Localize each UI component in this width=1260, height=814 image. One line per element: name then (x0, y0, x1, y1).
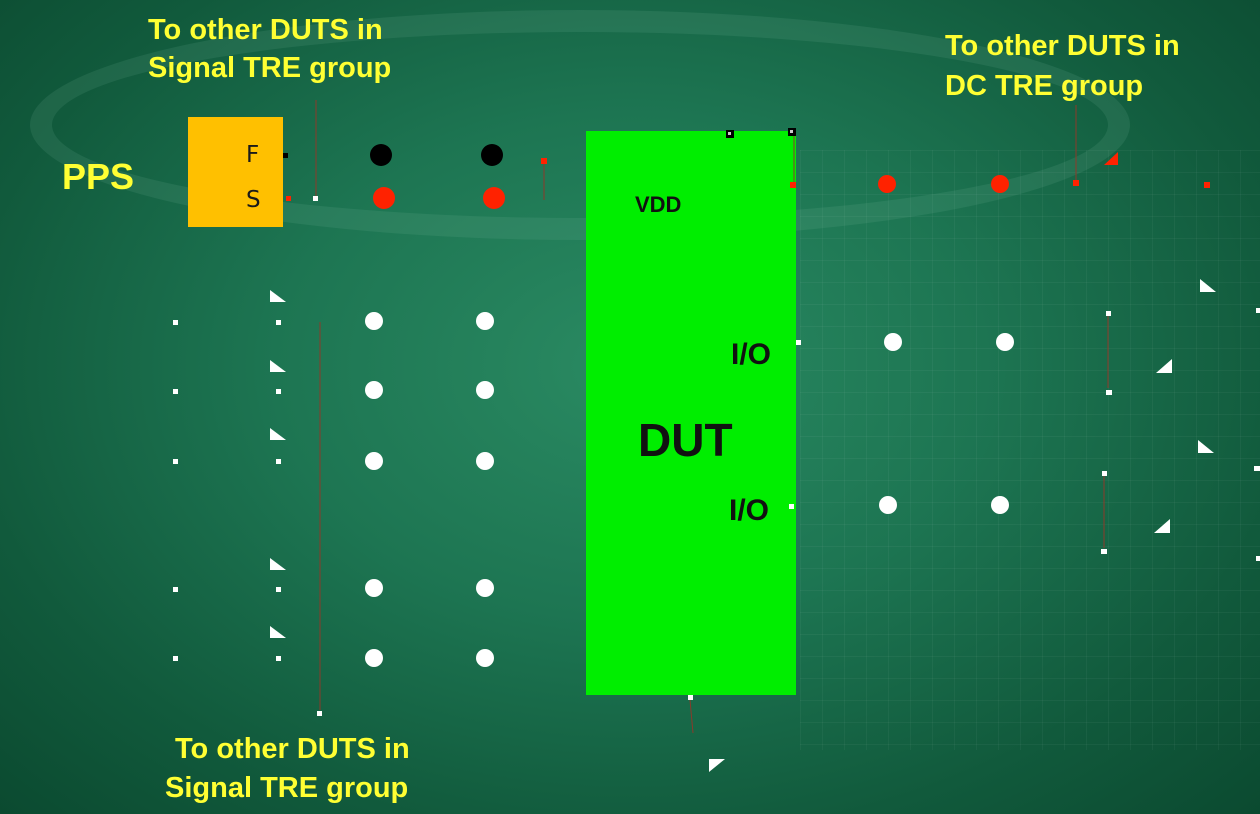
io-dot (476, 579, 494, 597)
io-dot (879, 496, 897, 514)
dut-pin-marker-inner (790, 130, 793, 133)
io-pin (789, 504, 794, 509)
top-right-label-line2: DC TRE group (945, 70, 1144, 102)
bottom-label-line2: Signal TRE group (165, 772, 409, 804)
pps-label: PPS (62, 156, 135, 197)
signal-arrow-marker (1200, 279, 1216, 292)
signal-arrow-marker (270, 626, 286, 638)
signal-row (173, 290, 494, 330)
signal-row (173, 626, 494, 667)
dc-sense-dot (878, 175, 896, 193)
signal-arrow-marker (1198, 440, 1214, 453)
vdd-label: VDD (635, 192, 681, 217)
sense-pin (541, 158, 547, 164)
signal-row (173, 360, 494, 399)
signal-pin (276, 389, 281, 394)
signal-pin (1254, 466, 1260, 471)
signal-pin (1106, 390, 1112, 395)
dc-sense-dot (991, 175, 1009, 193)
sense-pin (286, 196, 291, 201)
io-upper-label: I/O (731, 338, 771, 371)
io-dot (476, 452, 494, 470)
io-dot (884, 333, 902, 351)
signal-arrow-marker (270, 290, 286, 302)
signal-pin (276, 656, 281, 661)
signal-arrow-marker (1154, 519, 1170, 533)
force-dot (370, 144, 392, 166)
gnd-arrow-marker (709, 759, 725, 772)
signal-pin (1102, 471, 1107, 476)
dut-pin-marker-inner (728, 132, 731, 135)
io-pin (796, 340, 801, 345)
pps-box (188, 117, 283, 227)
sense-dot (373, 187, 395, 209)
dc-pin (1073, 180, 1079, 186)
io-dot (365, 381, 383, 399)
dc-pin (1204, 182, 1210, 188)
io-dot (365, 579, 383, 597)
signal-row (173, 428, 494, 470)
io-lower-label: I/O (729, 494, 769, 527)
top-left-label-line1: To other DUTS in (148, 14, 383, 46)
signal-arrow-marker (270, 428, 286, 440)
bottom-label-line1: To other DUTS in (175, 733, 410, 765)
io-dot (991, 496, 1009, 514)
signal-pin (173, 459, 178, 464)
signal-pin (1101, 549, 1107, 554)
top-left-label-line2: Signal TRE group (148, 52, 392, 84)
signal-row (173, 558, 494, 597)
io-dot (365, 452, 383, 470)
pps-sense-label: S (246, 187, 261, 213)
dut-box (586, 131, 796, 695)
top-right-label-line1: To other DUTS in (945, 30, 1180, 62)
signal-pin (276, 587, 281, 592)
io-dot (476, 312, 494, 330)
signal-arrow-marker (270, 360, 286, 372)
signal-pin (173, 320, 178, 325)
signal-pin (173, 656, 178, 661)
signal-pin (276, 320, 281, 325)
signal-pin (1256, 556, 1260, 561)
io-dot (476, 381, 494, 399)
io-dot (365, 649, 383, 667)
signal-pin (173, 587, 178, 592)
io-dot (996, 333, 1014, 351)
sense-pin-end (313, 196, 318, 201)
io-dot (476, 649, 494, 667)
dc-arrow-marker (1104, 152, 1118, 165)
signal-pin (1256, 308, 1260, 313)
dut-label: DUT (638, 414, 733, 466)
pps-force-label: F (246, 142, 259, 168)
signal-bus-end (317, 711, 322, 716)
signal-pin (276, 459, 281, 464)
force-pin (283, 153, 288, 158)
sense-dot (483, 187, 505, 209)
gnd-line (689, 699, 694, 734)
signal-pin (173, 389, 178, 394)
signal-pin (1106, 311, 1111, 316)
signal-arrow-marker (1156, 359, 1172, 373)
gnd-pin (688, 695, 693, 700)
io-dot (365, 312, 383, 330)
force-dot (481, 144, 503, 166)
signal-arrow-marker (270, 558, 286, 570)
vdd-pin (790, 182, 796, 188)
